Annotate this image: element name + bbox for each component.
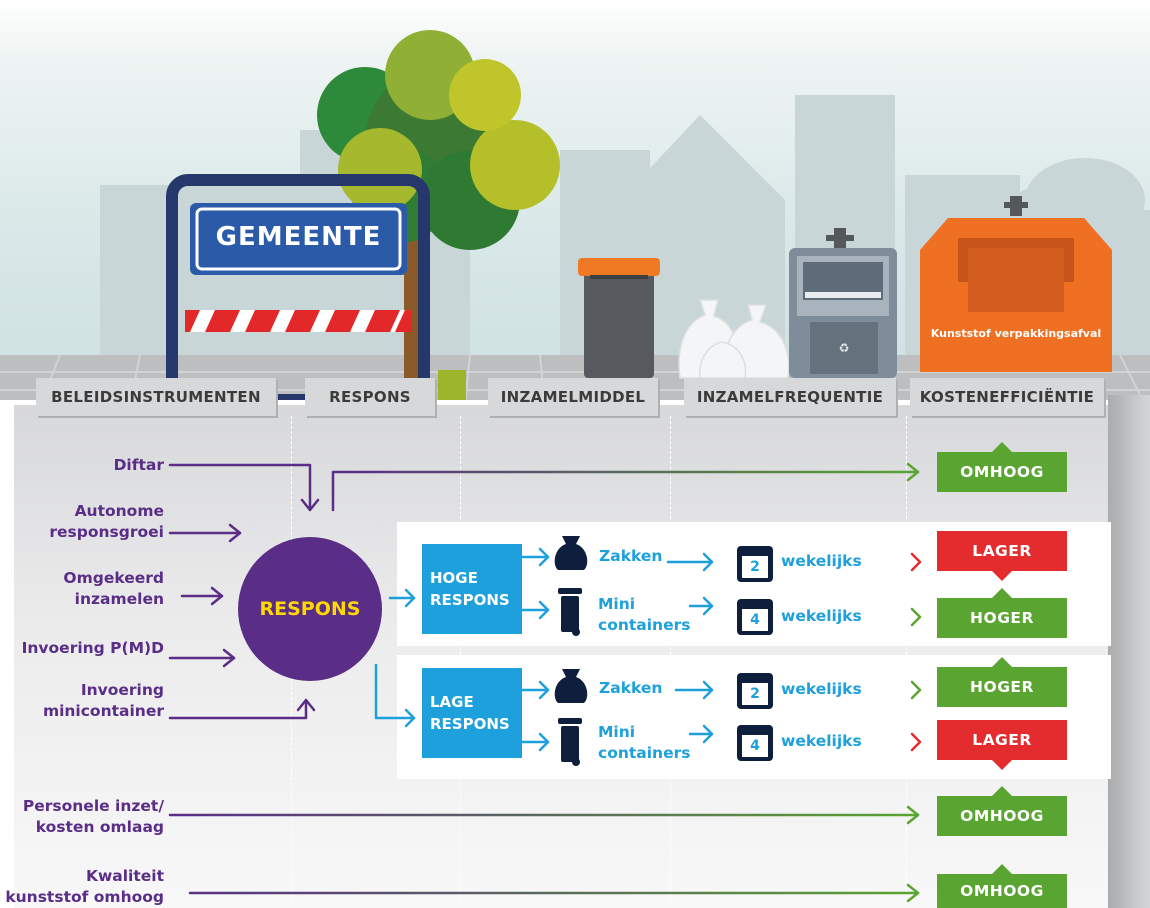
result-badge-diftar: OMHOOG — [937, 452, 1067, 492]
means-zakken: Zakken — [599, 679, 663, 697]
result-badge-personele: OMHOOG — [937, 796, 1067, 836]
container-label: Kunststof verpakkingsafval — [930, 327, 1102, 340]
recycling-container-illustration: ♻ — [789, 228, 897, 378]
street-scene: ♻ — [0, 30, 1150, 400]
frequency-wekelijks: wekelijks — [781, 732, 862, 750]
calendar-icon — [737, 725, 773, 761]
gemeente-sign-text: GEMEENTE — [215, 222, 382, 252]
means-zakken: Zakken — [599, 547, 663, 565]
frequency-wekelijks: wekelijks — [781, 552, 862, 570]
calendar-icon — [737, 673, 773, 709]
minicontainer-illustration — [578, 258, 660, 378]
tree-illustration — [317, 30, 560, 400]
svg-text:♻: ♻ — [839, 341, 850, 355]
frequency-wekelijks: wekelijks — [781, 607, 862, 625]
calendar-number: 2 — [750, 686, 760, 702]
minicontainer-icon — [558, 718, 582, 766]
calendar-icon — [737, 599, 773, 635]
result-badge-lage-mini: LAGER — [937, 720, 1067, 760]
plastic-container-illustration — [920, 196, 1112, 372]
result-badge-hoge-mini: HOGER — [937, 598, 1067, 638]
gemeente-sign-frame — [166, 174, 430, 400]
minicontainer-icon — [558, 588, 582, 636]
respons-circle: RESPONS — [238, 537, 382, 681]
trash-bag-icon — [554, 669, 588, 703]
column-header-inzamelfrequentie: INZAMELFREQUENTIE — [684, 378, 896, 416]
column-header-respons: RESPONS — [305, 378, 435, 416]
column-header-kostenefficientie: KOSTENEFFICIËNTIE — [910, 378, 1104, 416]
garbage-bags-illustration — [678, 299, 790, 379]
instrument-invoering-pmd: Invoering P(M)D — [21, 639, 164, 657]
calendar-icon — [737, 546, 773, 582]
diagram-board-side — [1108, 395, 1150, 908]
result-badge-kwaliteit: OMHOOG — [937, 874, 1067, 908]
column-header-beleidsinstrumenten: BELEIDSINSTRUMENTEN — [36, 378, 276, 416]
result-badge-lage-zakken: HOGER — [937, 667, 1067, 707]
result-badge-hoge-zakken: LAGER — [937, 531, 1067, 571]
calendar-number: 2 — [750, 559, 760, 575]
instrument-personele-inzet: Personele inzet/kosten omlaag — [22, 797, 164, 836]
calendar-number: 4 — [750, 612, 760, 628]
calendar-number: 4 — [750, 738, 760, 754]
trash-bag-icon — [554, 536, 588, 570]
instrument-diftar: Diftar — [113, 456, 164, 474]
frequency-wekelijks: wekelijks — [781, 680, 862, 698]
column-header-inzamelmiddel: INZAMELMIDDEL — [488, 378, 658, 416]
